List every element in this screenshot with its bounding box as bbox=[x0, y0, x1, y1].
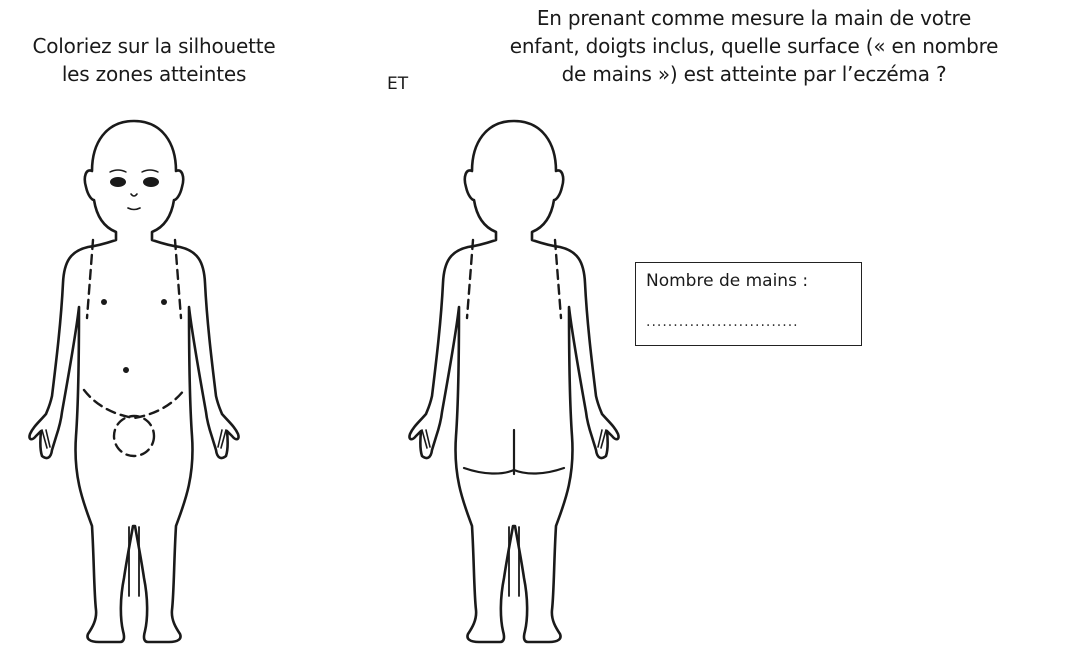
coloring-instruction-line-1: Coloriez sur la silhouette bbox=[0, 32, 308, 60]
body-silhouette-back[interactable] bbox=[394, 118, 634, 648]
back-outline bbox=[409, 121, 618, 642]
back-buttocks-lines bbox=[464, 430, 564, 474]
hands-count-label: Nombre de mains : bbox=[646, 270, 808, 292]
front-dashed-zones bbox=[84, 240, 184, 456]
body-silhouette-front[interactable] bbox=[14, 118, 254, 648]
front-face-features bbox=[110, 170, 159, 210]
hand-measure-question-line-3: de mains ») est atteinte par l’eczéma ? bbox=[448, 60, 1060, 88]
hand-measure-question-line-2: enfant, doigts inclus, quelle surface («… bbox=[448, 32, 1060, 60]
hand-measure-question-line-1: En prenant comme mesure la main de votre bbox=[448, 4, 1060, 32]
hands-count-box: Nombre de mains : ......................… bbox=[635, 262, 862, 346]
front-body-marks bbox=[101, 299, 167, 373]
coloring-instruction: Coloriez sur la silhouette les zones att… bbox=[0, 32, 308, 88]
and-connector: ET bbox=[387, 73, 408, 95]
coloring-instruction-line-2: les zones atteintes bbox=[0, 60, 308, 88]
front-outline bbox=[29, 121, 238, 642]
back-dashed-zones bbox=[467, 240, 561, 318]
hands-count-input[interactable] bbox=[646, 309, 826, 333]
hand-measure-question: En prenant comme mesure la main de votre… bbox=[448, 4, 1060, 88]
